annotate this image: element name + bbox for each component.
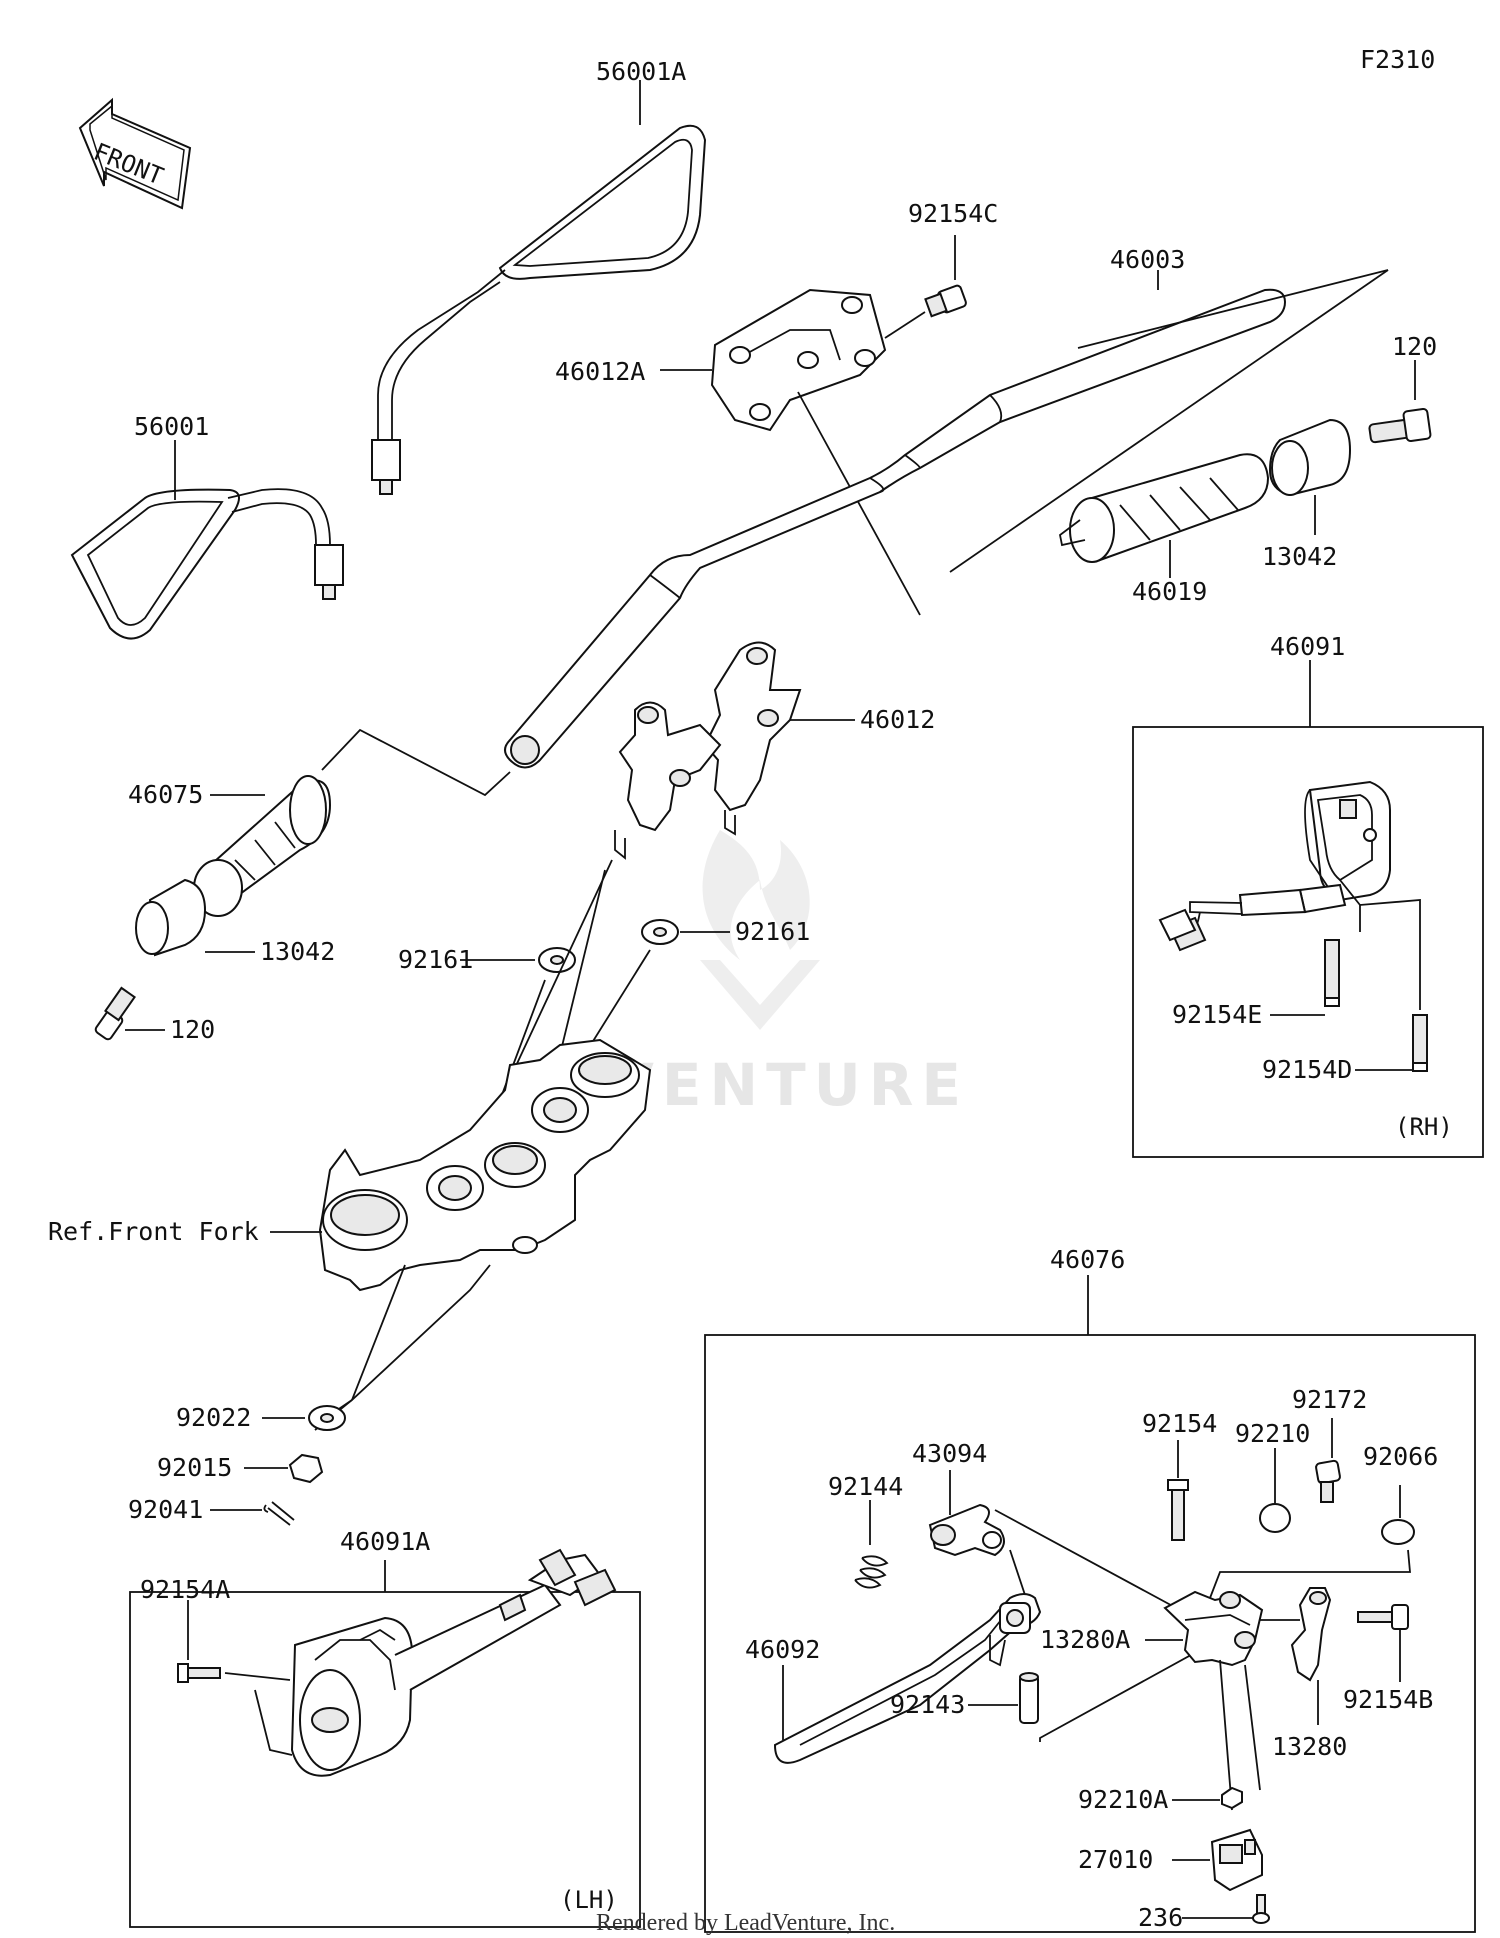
- label-lh: (LH): [560, 1886, 618, 1914]
- label-92161-left: 92161: [398, 945, 473, 974]
- label-92154E: 92154E: [1172, 1000, 1262, 1029]
- mirror-right: [371, 124, 707, 495]
- label-13280A: 13280A: [1040, 1625, 1130, 1654]
- pivot-pin-92143: [1019, 1674, 1039, 1724]
- handlebar-clamp-upper: [710, 288, 887, 432]
- label-92154A: 92154A: [140, 1575, 230, 1604]
- label-56001A: 56001A: [596, 57, 686, 86]
- label-46012A: 46012A: [555, 357, 645, 386]
- label-ref-front-fork: Ref.Front Fork: [48, 1217, 259, 1246]
- label-92144: 92144: [828, 1472, 903, 1501]
- label-46091A: 46091A: [340, 1527, 430, 1556]
- label-43094: 43094: [912, 1439, 987, 1468]
- front-arrow-icon: FRONT: [78, 97, 192, 210]
- nut-92015: [288, 1453, 324, 1484]
- label-46012: 46012: [860, 705, 935, 734]
- label-46091: 46091: [1270, 632, 1345, 661]
- label-56001: 56001: [134, 412, 209, 441]
- handlebar-clamp-lower: [614, 641, 802, 860]
- clutch-switch-27010: [1210, 1828, 1263, 1892]
- footer-credit: Rendered by LeadVenture, Inc.: [596, 1910, 895, 1936]
- bolt-120-left: [94, 986, 136, 1041]
- bushing-92210: [1259, 1503, 1291, 1533]
- label-27010: 27010: [1078, 1845, 1153, 1874]
- lever-assembly-box: [704, 1334, 1476, 1933]
- screw-92154D: [1412, 1014, 1428, 1064]
- label-236: 236: [1138, 1903, 1183, 1932]
- spring-92144: [854, 1555, 889, 1589]
- bar-end-left: [135, 878, 207, 957]
- switch-housing-right: [1158, 780, 1391, 952]
- label-46076: 46076: [1050, 1245, 1125, 1274]
- screw-92154A: [184, 1667, 221, 1679]
- grip-right: [1059, 453, 1270, 563]
- steering-stem-head: [318, 1038, 652, 1292]
- bolt-92154B: [1357, 1611, 1397, 1623]
- label-13280: 13280: [1272, 1732, 1347, 1761]
- lh-switch-box: [129, 1591, 641, 1928]
- label-92172: 92172: [1292, 1385, 1367, 1414]
- label-120-left: 120: [170, 1015, 215, 1044]
- label-46019: 46019: [1132, 577, 1207, 606]
- label-46075: 46075: [128, 780, 203, 809]
- label-92015: 92015: [157, 1453, 232, 1482]
- bolt-120-right: [1368, 407, 1432, 444]
- lever-adjuster-43094: [928, 1503, 1005, 1557]
- label-rh: (RH): [1395, 1113, 1453, 1141]
- label-92161-right: 92161: [735, 917, 810, 946]
- label-92143: 92143: [890, 1690, 965, 1719]
- lever-clamp-13280: [1290, 1587, 1332, 1682]
- label-92041: 92041: [128, 1495, 203, 1524]
- cap-92066: [1381, 1519, 1415, 1545]
- label-92154C: 92154C: [908, 199, 998, 228]
- label-92154D: 92154D: [1262, 1055, 1352, 1084]
- screw-92154E: [1324, 939, 1340, 999]
- figure-code: F2310: [1360, 45, 1435, 74]
- nut-92210A: [1221, 1786, 1243, 1810]
- rh-switch-box: [1132, 726, 1484, 1158]
- label-92154B: 92154B: [1343, 1685, 1433, 1714]
- mirror-left: [70, 488, 344, 640]
- label-13042-left: 13042: [260, 937, 335, 966]
- screw-92172: [1315, 1459, 1341, 1485]
- label-92210A: 92210A: [1078, 1785, 1168, 1814]
- label-120-top: 120: [1392, 332, 1437, 361]
- bar-end-right: [1268, 418, 1352, 497]
- lever-bracket-13280A: [1163, 1590, 1264, 1667]
- cotter-pin-92041: [263, 1501, 295, 1526]
- label-92022: 92022: [176, 1403, 251, 1432]
- label-46092: 46092: [745, 1635, 820, 1664]
- clutch-lever: [773, 1593, 1042, 1764]
- grip-left: [193, 775, 332, 917]
- handlebar: [504, 288, 1287, 769]
- label-92066: 92066: [1363, 1442, 1438, 1471]
- label-92154: 92154: [1142, 1409, 1217, 1438]
- label-92210: 92210: [1235, 1419, 1310, 1448]
- bolt-92154C: [924, 284, 967, 318]
- bolt-92154: [1171, 1484, 1185, 1541]
- switch-housing-left: [290, 1548, 617, 1777]
- label-46003: 46003: [1110, 245, 1185, 274]
- label-13042-right: 13042: [1262, 542, 1337, 571]
